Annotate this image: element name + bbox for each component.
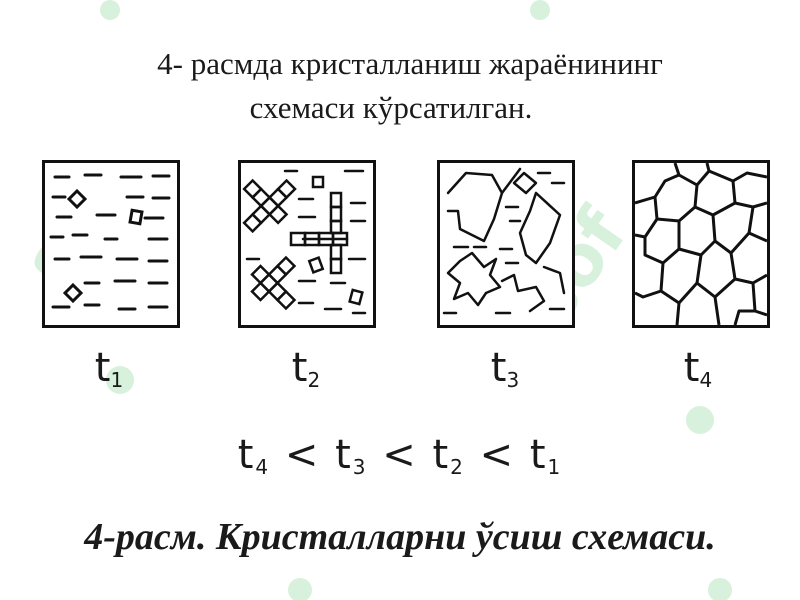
stage-1-drawing <box>49 173 171 311</box>
label-t2: t2 <box>291 345 321 392</box>
crystallization-stage-4 <box>632 160 770 328</box>
intro-line-2: схемаси кўрсатилган. <box>249 90 533 125</box>
label-t1: t1 <box>94 345 124 392</box>
stage-4-drawing <box>635 163 767 325</box>
crystallization-stage-2 <box>238 160 376 328</box>
figure-caption: 4-расм. Кристалларни ўсиш схемаси. <box>84 516 716 558</box>
stage-3-drawing <box>442 167 566 315</box>
stage-2-drawing <box>242 169 367 315</box>
crystallization-stage-1 <box>42 160 180 328</box>
label-t4: t4 <box>683 345 713 392</box>
temperature-inequality: t4 < t3 < t2 < t1 <box>237 432 563 479</box>
intro-line-1: 4- расмда кристалланиш жараёнининг <box>157 46 663 81</box>
label-t3: t3 <box>490 345 520 392</box>
intro-text: 4- расмда кристалланиш жараёнининг схема… <box>0 42 800 130</box>
crystallization-stage-3 <box>437 160 575 328</box>
